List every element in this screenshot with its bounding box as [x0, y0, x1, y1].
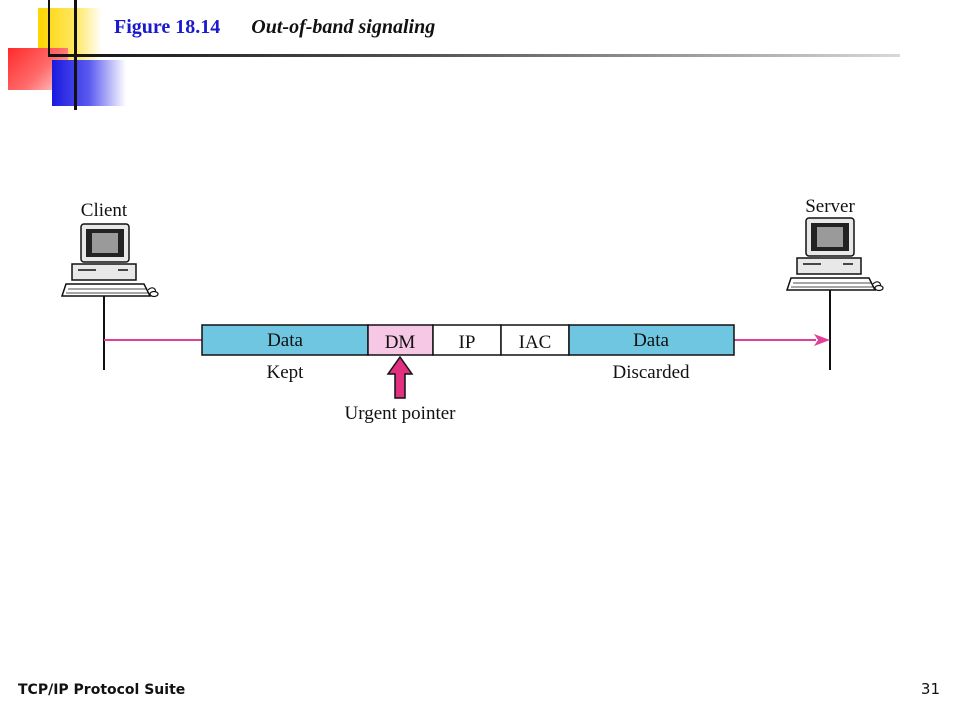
decor-blue-block: [52, 60, 126, 106]
segment-ip: IP: [432, 324, 502, 356]
segment-label: Data: [267, 330, 303, 351]
urgent-pointer-arrow: [386, 355, 414, 399]
segment-data-kept: Data: [201, 324, 369, 356]
page-number: 31: [920, 680, 940, 698]
segment-label: DM: [385, 332, 416, 353]
segment-label: IP: [459, 332, 476, 353]
segment-label: Data: [633, 330, 669, 351]
kept-label: Kept: [267, 362, 305, 383]
client-label: Client: [81, 200, 128, 221]
decor-horizontal-rule: [48, 54, 900, 57]
segment-label: IAC: [519, 332, 552, 353]
segment-data-discarded: Data: [568, 324, 735, 356]
discarded-label: Discarded: [612, 362, 690, 383]
urgent-pointer-label: Urgent pointer: [345, 403, 457, 424]
segment-dm: DM: [367, 324, 434, 356]
decor-vertical-line-2: [48, 0, 50, 57]
footer-title: TCP/IP Protocol Suite: [18, 682, 186, 698]
figure-caption: Out-of-band signaling: [251, 16, 436, 38]
server-computer-icon: [785, 217, 884, 292]
segment-iac: IAC: [500, 324, 570, 356]
figure-title: Figure 18.14 Out-of-band signaling: [114, 16, 435, 39]
figure-label: Figure 18.14: [114, 16, 221, 38]
connection-arrowhead: [814, 334, 830, 346]
server-label: Server: [805, 196, 855, 217]
client-computer-icon: [60, 223, 159, 298]
